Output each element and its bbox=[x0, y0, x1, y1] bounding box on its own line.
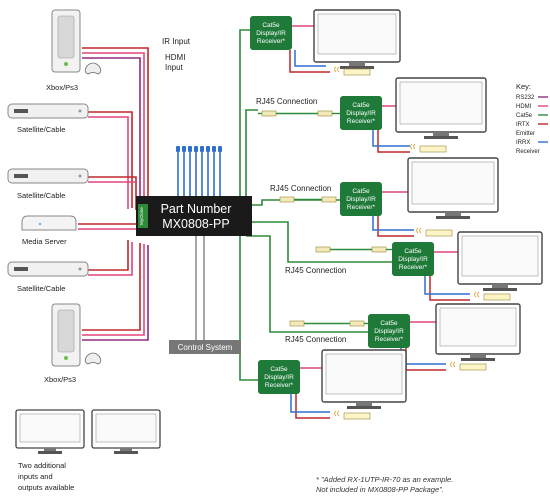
receiver-5: Cat5e Display/IR Receiver* bbox=[368, 314, 410, 348]
control-system-label: Control System bbox=[178, 343, 233, 352]
ir-emitter-icons bbox=[343, 68, 511, 420]
tv-3 bbox=[407, 157, 499, 219]
legend-title: Key: bbox=[516, 82, 531, 91]
svg-text:Cat5e: Cat5e bbox=[262, 22, 280, 29]
source-device-satellite-2 bbox=[7, 168, 89, 184]
svg-text:Cat5e: Cat5e bbox=[270, 366, 288, 373]
legend-label-receiver: Receiver bbox=[516, 149, 540, 155]
receiver-6: Cat5e Display/IR Receiver* bbox=[258, 360, 300, 394]
svg-text:Cat5e: Cat5e bbox=[404, 248, 422, 255]
source-label-4: Satellite/Cable bbox=[17, 284, 65, 293]
svg-text:Receiver*: Receiver* bbox=[399, 264, 428, 271]
tv-2 bbox=[395, 77, 487, 139]
rj45-label-1: RJ45 Connection bbox=[256, 97, 317, 106]
tv-1 bbox=[313, 9, 401, 69]
receiver-4: Cat5e Display/IR Receiver* bbox=[392, 242, 434, 276]
svg-text:Display/IR: Display/IR bbox=[398, 256, 428, 263]
svg-text:Cat5e: Cat5e bbox=[352, 188, 370, 195]
ir-signal-icons bbox=[334, 66, 480, 417]
rj45-label-2: RJ45 Connection bbox=[270, 184, 331, 193]
matrix-brand-logo: MyClone bbox=[139, 207, 144, 225]
svg-text:Receiver*: Receiver* bbox=[375, 336, 404, 343]
legend-label-rs232: RS232 bbox=[516, 95, 535, 101]
source-label-5: Xbox/Ps3 bbox=[44, 375, 76, 384]
svg-text:Display/IR: Display/IR bbox=[346, 196, 376, 203]
matrix-title-line2: MX0808-PP bbox=[162, 217, 229, 231]
control-system-box: Control System bbox=[169, 340, 241, 354]
receiver-tv-cables bbox=[289, 25, 470, 419]
additional-text-line2: inputs and bbox=[18, 472, 53, 481]
additional-tv-2 bbox=[91, 409, 161, 454]
tv-4 bbox=[457, 231, 543, 291]
rj45-cable-stubs bbox=[258, 112, 392, 325]
source-label-1: Satellite/Cable bbox=[17, 125, 65, 134]
ir-blue-cables bbox=[177, 150, 221, 196]
legend-label-emitter: Emitter bbox=[516, 131, 535, 137]
gamepad-icon bbox=[84, 62, 102, 75]
svg-text:Cat5e: Cat5e bbox=[380, 320, 398, 327]
receiver-2: Cat5e Display/IR Receiver* bbox=[340, 96, 382, 130]
tv-6 bbox=[321, 349, 407, 409]
ir-input-label: IR Input bbox=[162, 37, 191, 46]
svg-text:Receiver*: Receiver* bbox=[347, 118, 376, 125]
source-device-satellite-1 bbox=[7, 103, 89, 119]
svg-text:Receiver*: Receiver* bbox=[257, 38, 286, 45]
additional-text-line3: outputs available bbox=[18, 483, 74, 492]
legend-label-cat5e: Cat5e bbox=[516, 113, 533, 119]
matrix-title-line1: Part Number bbox=[161, 202, 232, 216]
receiver-1: Cat5e Display/IR Receiver* bbox=[250, 16, 292, 50]
hdmi-input-label-line1: HDMI bbox=[165, 53, 185, 62]
tv-5 bbox=[435, 303, 521, 361]
svg-text:Display/IR: Display/IR bbox=[264, 374, 294, 381]
source-device-xbox-bottom bbox=[51, 303, 102, 367]
svg-text:Display/IR: Display/IR bbox=[256, 30, 286, 37]
ir-emitter-heads bbox=[176, 146, 222, 152]
additional-text-line1: Two additional bbox=[18, 461, 66, 470]
gamepad-icon bbox=[84, 352, 102, 365]
svg-text:Receiver*: Receiver* bbox=[265, 382, 294, 389]
svg-text:Cat5e: Cat5e bbox=[352, 102, 370, 109]
svg-text:Receiver*: Receiver* bbox=[347, 204, 376, 211]
receiver-3: Cat5e Display/IR Receiver* bbox=[340, 182, 382, 216]
source-device-media-server bbox=[21, 215, 77, 231]
svg-text:Display/IR: Display/IR bbox=[346, 110, 376, 117]
source-label-0: Xbox/Ps3 bbox=[46, 83, 78, 92]
svg-text:Display/IR: Display/IR bbox=[374, 328, 404, 335]
rj45-label-3: RJ45 Connection bbox=[285, 266, 346, 275]
rj45-connectors bbox=[261, 110, 387, 327]
footnote-line1: * "Added RX-1UTP-IR-70 as an example. bbox=[316, 475, 453, 484]
control-cables bbox=[195, 236, 205, 340]
legend-label-irtx: IRTX bbox=[516, 122, 530, 128]
legend-label-irrx: IRRX bbox=[516, 140, 530, 146]
matrix-switch: MyClone Part Number MX0808-PP bbox=[136, 196, 252, 236]
rj45-label-4: RJ45 Connection bbox=[285, 335, 346, 344]
additional-tv-1 bbox=[15, 409, 85, 454]
hdmi-input-label-line2: Input bbox=[165, 63, 184, 72]
cat5e-cables bbox=[239, 29, 392, 381]
source-cables bbox=[78, 47, 149, 341]
legend-label-hdmi: HDMI bbox=[516, 104, 532, 110]
source-device-satellite-3 bbox=[7, 261, 89, 277]
source-device-xbox-top bbox=[51, 9, 102, 75]
footnote-line2: Not included in MX0808-PP Package". bbox=[316, 485, 444, 494]
source-label-3: Media Server bbox=[22, 237, 67, 246]
legend: Key: RS232 HDMI Cat5e IRTX Emitter IRRX … bbox=[516, 82, 548, 155]
source-label-2: Satellite/Cable bbox=[17, 191, 65, 200]
